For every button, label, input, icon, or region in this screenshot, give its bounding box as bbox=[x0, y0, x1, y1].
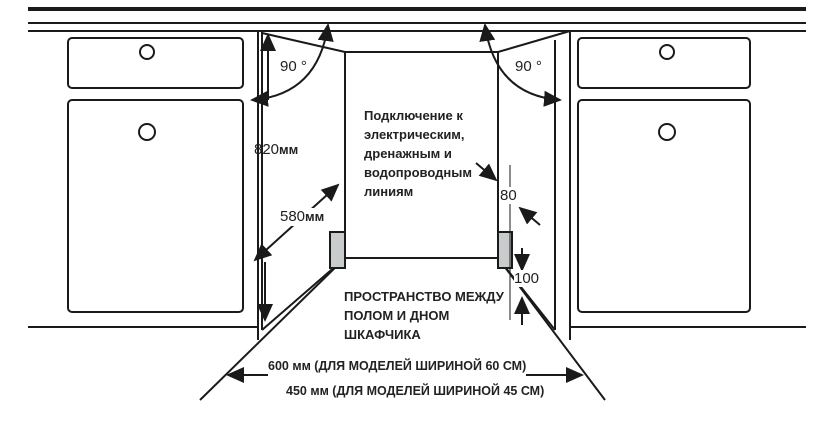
connection-line: электрическим, bbox=[364, 127, 465, 142]
height-unit: мм bbox=[279, 142, 299, 157]
connection-line: дренажным и bbox=[364, 146, 452, 161]
right-cabinet bbox=[554, 31, 806, 340]
floor-space-line: ПОЛОМ И ДНОМ bbox=[344, 308, 450, 323]
connection-line: линиям bbox=[364, 184, 414, 199]
angle-left-label: 90 ° bbox=[280, 58, 307, 75]
depth-unit: мм bbox=[305, 209, 325, 224]
left-socket bbox=[329, 231, 346, 269]
gap-top-label: 80 bbox=[500, 187, 517, 204]
height-value: 820 bbox=[254, 141, 280, 158]
right-socket bbox=[497, 231, 513, 269]
width-60-label: 600 мм (ДЛЯ МОДЕЛЕЙ ШИРИНОЙ 60 СМ) bbox=[268, 357, 527, 376]
gap-bottom-label: 100 bbox=[514, 270, 540, 287]
floor-space-line: ПРОСТРАНСТВО МЕЖДУ bbox=[344, 289, 504, 304]
connection-note: Подключение к электрическим, дренажным и… bbox=[364, 106, 472, 201]
floor-space-line: ШКАФЧИКА bbox=[344, 327, 421, 342]
niche bbox=[199, 30, 606, 401]
angle-right-label: 90 ° bbox=[515, 58, 542, 75]
depth-value: 580 bbox=[280, 208, 306, 225]
connection-line: водопроводным bbox=[364, 165, 472, 180]
height-label: 820мм bbox=[254, 141, 298, 159]
floor-space-note: ПРОСТРАНСТВО МЕЖДУ ПОЛОМ И ДНОМ ШКАФЧИКА bbox=[344, 287, 504, 344]
depth-label: 580мм bbox=[280, 208, 325, 226]
connection-line: Подключение к bbox=[364, 108, 463, 123]
left-cabinet bbox=[28, 31, 263, 340]
width-45-label: 450 мм (ДЛЯ МОДЕЛЕЙ ШИРИНОЙ 45 СМ) bbox=[286, 384, 545, 398]
